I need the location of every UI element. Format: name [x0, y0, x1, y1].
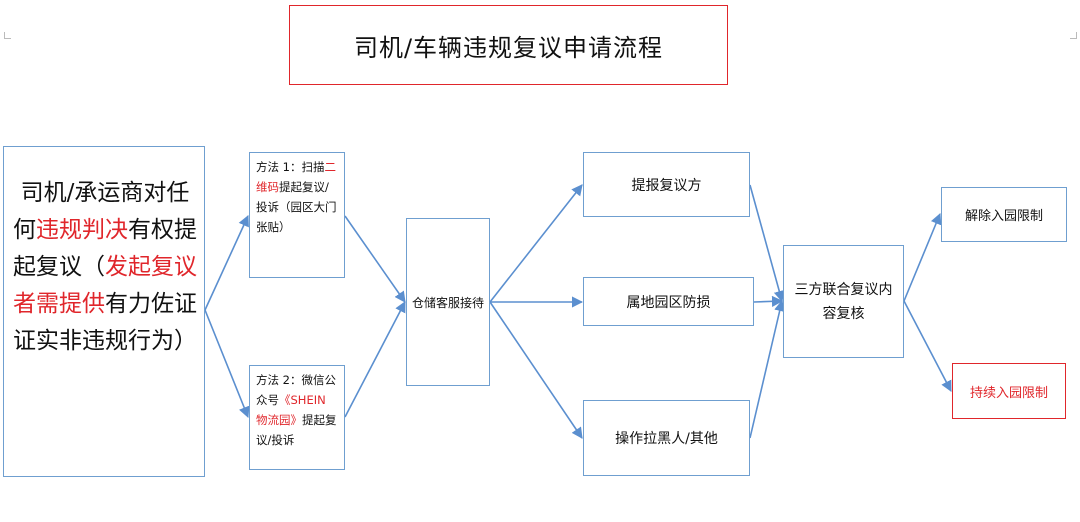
driver-text-violation: 违规判决 [36, 217, 128, 243]
method2-text-account: 《SHEIN 物流园》 [256, 393, 326, 427]
diagram-title: 司机/车辆违规复议申请流程 [289, 5, 728, 85]
arrow-driver-to-method2 [204, 309, 250, 419]
arrow-blacklist-to-joint [749, 299, 786, 439]
park-security-text: 属地园区防损 [626, 294, 711, 311]
driver-text-1: 司机/承运商对任何 [13, 180, 190, 243]
arrow-driver-to-method1 [204, 214, 249, 311]
method1-text-2: 提起复议/投诉（园区大门张贴） [256, 180, 337, 234]
arrow-report-to-joint [749, 184, 785, 303]
driver-text-evidence: 发起复议者需提供 [13, 254, 197, 317]
continue-restriction-text: 持续入园限制 [969, 385, 1048, 401]
arrow-reception-to-blacklist [489, 301, 583, 439]
title-text: 司机/车辆违规复议申请流程 [353, 33, 664, 62]
arrow-method2-to-reception [344, 301, 406, 418]
page-corner-top-right [1070, 32, 1077, 39]
method2-box: 方法 2：微信公众号《SHEIN 物流园》提起复议/投诉 [249, 365, 345, 470]
driver-appeal-box: 司机/承运商对任何违规判决有权提起复议（发起复议者需提供有力佐证证实非违规行为） [3, 146, 205, 477]
driver-text-3: 有力佐证证实非违规行为） [13, 291, 197, 354]
release-restriction-box: 解除入园限制 [941, 187, 1067, 242]
method2-text-1: 方法 2：微信公众号 [256, 373, 336, 407]
method1-text-1: 方法 1：扫描 [256, 160, 325, 174]
report-party-box: 提报复议方 [583, 152, 750, 217]
reception-box: 仓储客服接待 [406, 218, 490, 386]
joint-review-box: 三方联合复议内容复核 [783, 245, 904, 358]
arrow-joint-to-release [903, 212, 942, 302]
arrow-security-to-joint [753, 295, 784, 307]
park-security-box: 属地园区防损 [583, 277, 754, 326]
method1-box: 方法 1：扫描二维码提起复议/投诉（园区大门张贴） [249, 152, 345, 278]
joint-review-text: 三方联合复议内容复核 [794, 281, 893, 322]
reception-text: 仓储客服接待 [411, 295, 484, 310]
method1-text-qrcode: 二维码 [256, 160, 336, 194]
arrow-method1-to-reception [344, 215, 406, 303]
arrow-reception-to-report [489, 184, 583, 303]
report-party-text: 提报复议方 [631, 177, 702, 194]
page-corner-top-left [4, 32, 11, 39]
blacklist-operator-text: 操作拉黑人/其他 [615, 431, 718, 447]
driver-text-2: 有权提起复议（ [13, 217, 197, 280]
arrow-joint-to-continue [903, 300, 952, 392]
continue-restriction-box: 持续入园限制 [952, 363, 1066, 419]
release-restriction-text: 解除入园限制 [964, 209, 1043, 224]
method2-text-2: 提起复议/投诉 [256, 413, 337, 447]
blacklist-operator-box: 操作拉黑人/其他 [583, 400, 750, 476]
